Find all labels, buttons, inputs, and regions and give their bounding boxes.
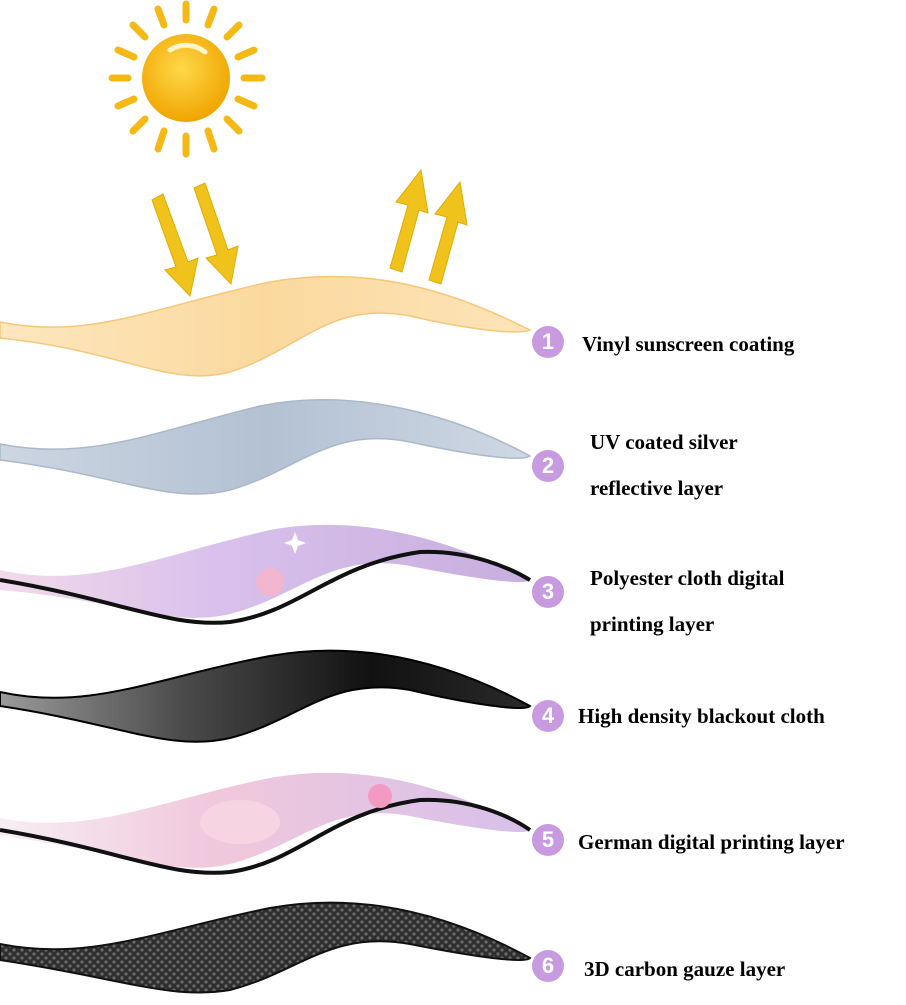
- layer-3-label-line-2: printing layer: [590, 611, 715, 636]
- layer-3-label-line-1: Polyester cloth digital: [590, 566, 785, 590]
- layer-3-label: Polyester cloth digital printing layer: [590, 562, 784, 641]
- layer-3-number-badge: 3: [532, 576, 564, 608]
- layer-4-number-badge: 4: [532, 700, 564, 732]
- layer-5-label: German digital printing layer: [578, 826, 845, 859]
- layer-2-sheet: [0, 399, 532, 495]
- layer-1-label-line: Vinyl sunscreen coating: [582, 332, 795, 356]
- layer-4-sheet: [0, 649, 532, 743]
- layer-5-label-line: German digital printing layer: [578, 830, 845, 854]
- layer-4-label: High density blackout cloth: [578, 700, 825, 733]
- arrow-down-icon: [151, 182, 239, 298]
- layer-2-label: UV coated silver reflective layer: [590, 426, 738, 505]
- sun-icon: [108, 0, 266, 158]
- layer-2-label-line-1: UV coated silver: [590, 430, 738, 454]
- layer-6-number-badge: 6: [532, 950, 564, 982]
- layer-2-label-line-2: reflective layer: [590, 475, 724, 500]
- layer-6-label: 3D carbon gauze layer: [584, 953, 785, 986]
- layer-5-number-badge: 5: [532, 824, 564, 856]
- layer-2-number-badge: 2: [532, 450, 564, 482]
- layer-6-sheet: [0, 901, 532, 994]
- layer-4-label-line: High density blackout cloth: [578, 704, 825, 728]
- layer-6-label-line: 3D carbon gauze layer: [584, 957, 786, 981]
- arrow-up-icon: [389, 168, 468, 285]
- layer-3-sheet: [0, 524, 532, 625]
- layer-1-label: Vinyl sunscreen coating: [582, 328, 794, 361]
- layer-5-sheet: [0, 772, 532, 875]
- layer-1-number-badge: 1: [532, 326, 564, 358]
- layer-1-sheet: [0, 275, 532, 377]
